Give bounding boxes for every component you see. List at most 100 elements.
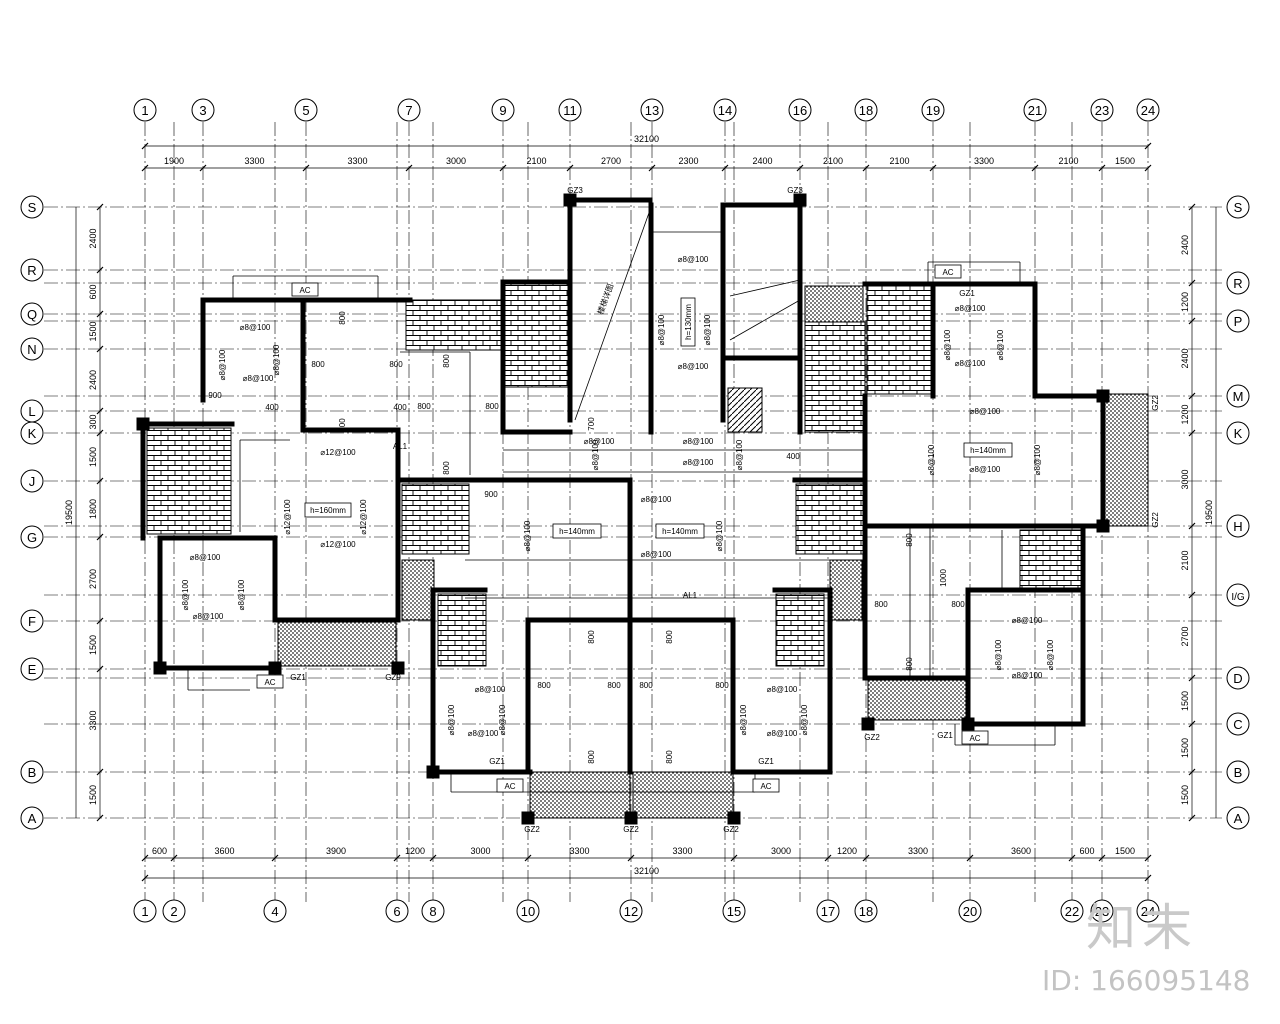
rebar-label-vertical: ⌀12@100 bbox=[359, 499, 368, 535]
dimension-text: 3900 bbox=[326, 846, 346, 856]
axis-bubble: R bbox=[1226, 271, 1250, 295]
axis-bubble: 10 bbox=[516, 899, 540, 923]
dimension-tick bbox=[96, 533, 104, 541]
axis-bubble-circle bbox=[1226, 514, 1250, 538]
axis-bubble: 1 bbox=[133, 899, 157, 923]
rebar-label: ⌀8@100 bbox=[475, 685, 506, 694]
axis-bubble: A bbox=[1226, 806, 1250, 830]
dimension-text: 3600 bbox=[1011, 846, 1031, 856]
dimension-tick bbox=[405, 164, 413, 172]
dimension-text: 2300 bbox=[678, 156, 698, 166]
dimension-annotation: 800 bbox=[338, 311, 347, 325]
axis-bubble: 20 bbox=[958, 899, 982, 923]
dimension-tick bbox=[96, 768, 104, 776]
dimension-tick bbox=[627, 854, 635, 862]
rebar-label-vertical: ⌀8@100 bbox=[927, 444, 936, 475]
rebar-label-vertical: ⌀8@100 bbox=[703, 314, 712, 345]
structural-column bbox=[861, 717, 875, 731]
axis-bubble: 9 bbox=[491, 98, 515, 122]
structural-column bbox=[136, 417, 150, 431]
column-tag: GZ1 bbox=[937, 731, 953, 740]
rebar-label-vertical: ⌀8@100 bbox=[715, 520, 724, 551]
dimension-tick bbox=[1188, 814, 1196, 822]
dimension-tick bbox=[96, 477, 104, 485]
dimension-tick bbox=[1188, 392, 1196, 400]
axis-bubble-circle bbox=[20, 421, 44, 445]
ac-unit-label: AC bbox=[760, 782, 771, 791]
dimension-text: 1500 bbox=[1115, 846, 1135, 856]
axis-bubble: P bbox=[1226, 309, 1250, 333]
axis-bubble-circle bbox=[133, 899, 157, 923]
structural-column bbox=[727, 811, 741, 825]
axis-bubble-circle bbox=[619, 899, 643, 923]
dimension-annotation: 800 bbox=[442, 354, 451, 368]
dimension-text: 2100 bbox=[1180, 550, 1190, 570]
dimension-tick bbox=[96, 345, 104, 353]
axis-bubble-circle bbox=[1090, 98, 1114, 122]
beam-tag: AL1 bbox=[393, 442, 408, 451]
axis-bubble-label: 20 bbox=[963, 904, 977, 919]
axis-bubble: 22 bbox=[1060, 899, 1084, 923]
axis-bubble: 12 bbox=[619, 899, 643, 923]
axis-bubble-label: A bbox=[1234, 811, 1243, 826]
axis-bubble-label: 1 bbox=[141, 103, 148, 118]
dimension-annotation: 800 bbox=[665, 750, 674, 764]
axis-bubble: 4 bbox=[263, 899, 287, 923]
rebar-label-vertical: ⌀8@100 bbox=[1033, 444, 1042, 475]
brick-wall-fill bbox=[795, 483, 864, 555]
axis-bubble: R bbox=[20, 258, 44, 282]
dimension-text: 2400 bbox=[1180, 235, 1190, 255]
axis-bubble: A bbox=[20, 806, 44, 830]
rebar-label-vertical: ⌀8@100 bbox=[498, 704, 507, 735]
axis-bubble-circle bbox=[1226, 195, 1250, 219]
dimension-text: 600 bbox=[152, 846, 167, 856]
rebar-label: ⌀8@100 bbox=[767, 729, 798, 738]
rebar-label: ⌀8@100 bbox=[641, 550, 672, 559]
dimension-text: 1200 bbox=[837, 846, 857, 856]
axis-bubble-circle bbox=[722, 899, 746, 923]
slab-thickness-label-box bbox=[655, 523, 705, 539]
axis-bubble-circle bbox=[921, 98, 945, 122]
rebar-label: ⌀8@100 bbox=[641, 495, 672, 504]
dotted-wall-fill bbox=[632, 771, 734, 819]
axis-bubble-circle bbox=[20, 302, 44, 326]
axis-bubble: 5 bbox=[294, 98, 318, 122]
axis-bubble: 8 bbox=[421, 899, 445, 923]
slab-thickness-label-box bbox=[552, 523, 602, 539]
rebar-label: ⌀12@100 bbox=[320, 448, 356, 457]
axis-bubble-circle bbox=[20, 469, 44, 493]
dimension-tick bbox=[730, 854, 738, 862]
dimension-text: 1500 bbox=[1180, 738, 1190, 758]
rebar-label-vertical: ⌀12@100 bbox=[283, 499, 292, 535]
axis-bubble-circle bbox=[20, 525, 44, 549]
axis-bubble: 18 bbox=[854, 98, 878, 122]
axis-bubble-label: D bbox=[1233, 671, 1242, 686]
dimension-tick bbox=[271, 854, 279, 862]
dimension-tick bbox=[524, 854, 532, 862]
ac-unit-label: AC bbox=[299, 286, 310, 295]
dimension-text: 1500 bbox=[1180, 691, 1190, 711]
dimension-tick bbox=[141, 854, 149, 862]
axis-bubble: Q bbox=[20, 302, 44, 326]
axis-bubble-label: Q bbox=[27, 307, 37, 322]
rebar-label: ⌀8@100 bbox=[243, 374, 274, 383]
dimension-tick bbox=[1188, 768, 1196, 776]
dimension-annotation: 800 bbox=[715, 681, 729, 690]
axis-bubble: H bbox=[1226, 514, 1250, 538]
axis-bubble-label: C bbox=[1233, 717, 1242, 732]
axis-bubble: L bbox=[20, 399, 44, 423]
ac-unit-label: AC bbox=[942, 268, 953, 277]
dimension-text: 2400 bbox=[1180, 348, 1190, 368]
axis-bubble: F bbox=[20, 609, 44, 633]
brick-wall-fill bbox=[146, 427, 232, 535]
detail-line bbox=[574, 209, 651, 421]
structural-column bbox=[153, 661, 167, 675]
axis-bubble-label: 22 bbox=[1065, 904, 1079, 919]
axis-bubble: 16 bbox=[788, 98, 812, 122]
dimension-tick bbox=[1188, 429, 1196, 437]
brick-wall-fill bbox=[405, 299, 504, 351]
slab-thickness-label: h=140mm bbox=[662, 527, 698, 536]
dimension-text: 3000 bbox=[446, 156, 466, 166]
axis-bubble-circle bbox=[1226, 309, 1250, 333]
axis-bubble-label: F bbox=[28, 614, 36, 629]
